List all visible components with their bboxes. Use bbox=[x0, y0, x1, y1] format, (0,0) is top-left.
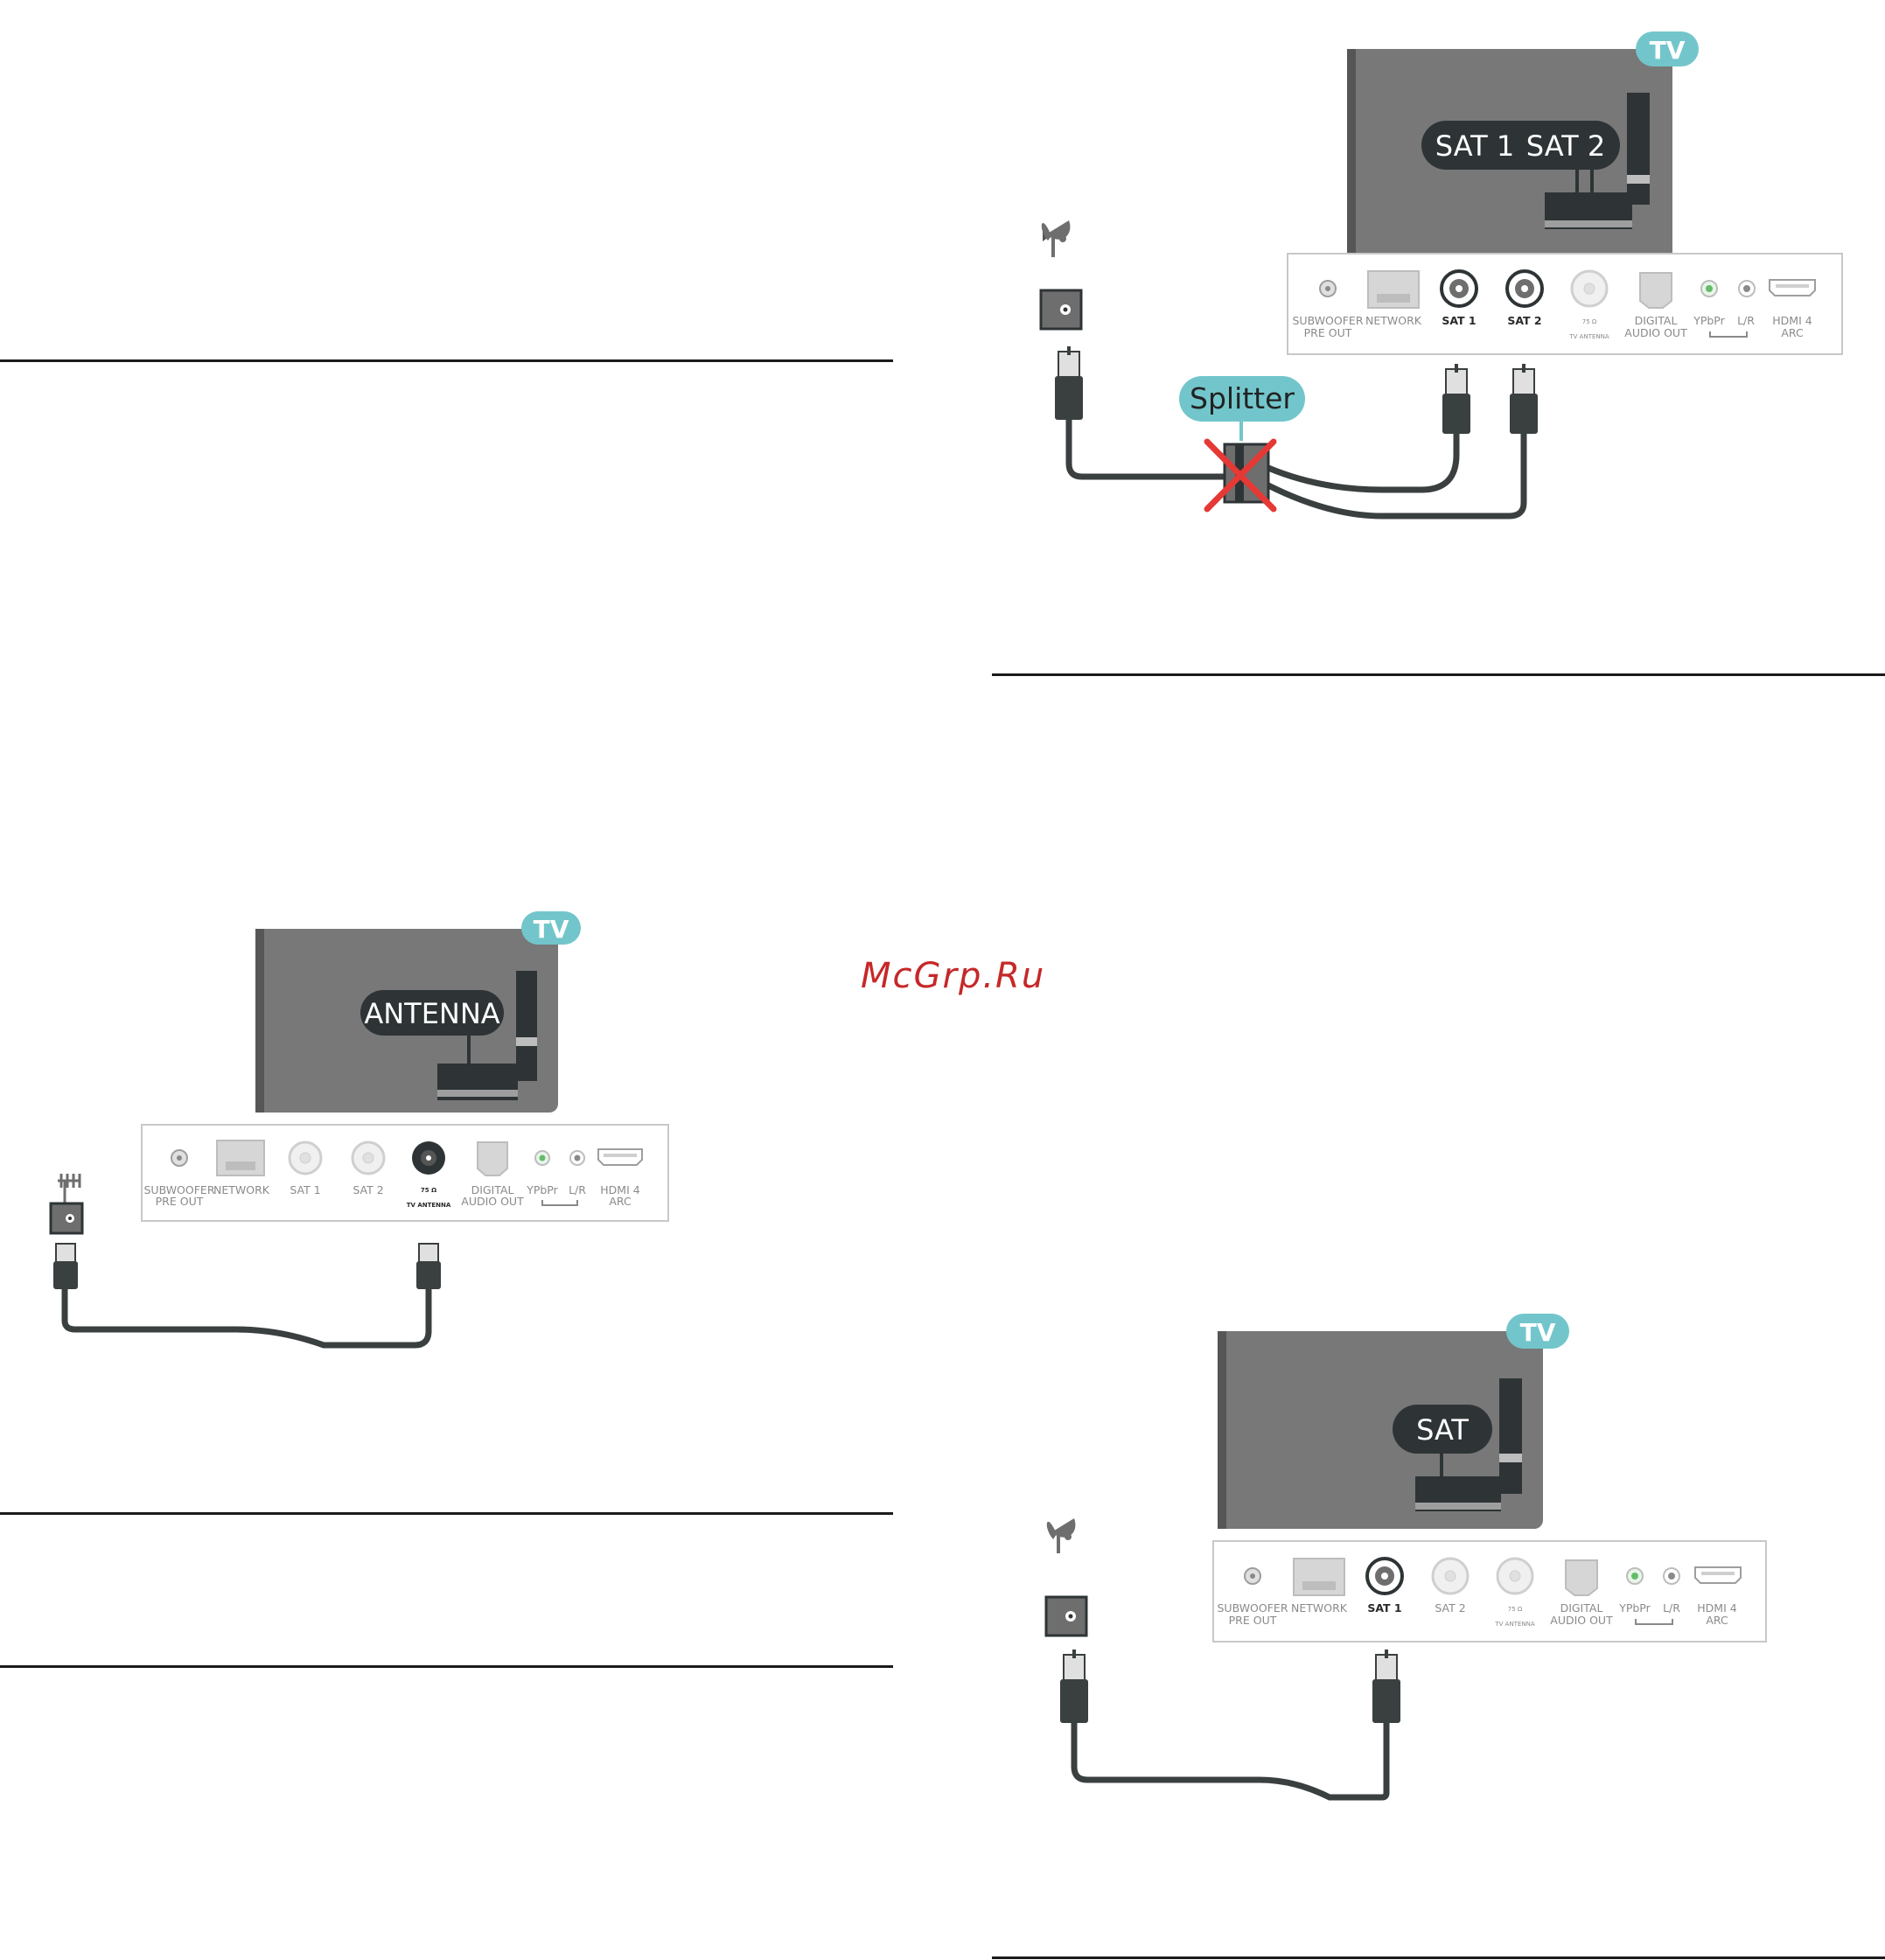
tv-badge: TV bbox=[1506, 1314, 1569, 1349]
port-subwoofer-label-2: PRE OUT bbox=[1229, 1614, 1277, 1627]
port-ypbpr-label: YPbPr bbox=[526, 1183, 558, 1196]
port-subwoofer-label: SUBWOOFER bbox=[143, 1183, 214, 1196]
divider-left-2 bbox=[0, 1512, 893, 1515]
tv-badge-label: TV bbox=[534, 915, 569, 944]
port-digital-label: DIGITAL bbox=[1560, 1601, 1603, 1615]
port-sat1-label: SAT 1 bbox=[1442, 314, 1476, 327]
port-network-label: NETWORK bbox=[1365, 314, 1422, 327]
port-hdmi-label-2: ARC bbox=[1706, 1614, 1728, 1627]
port-antenna-label-2: TV ANTENNA bbox=[1494, 1621, 1534, 1628]
tv-body bbox=[1218, 1331, 1543, 1529]
divider-left-3 bbox=[0, 1665, 893, 1668]
port-ypbpr-label: YPbPr bbox=[1618, 1601, 1651, 1615]
callout-antenna: ANTENNA bbox=[360, 990, 504, 1036]
port-digital-label: DIGITAL bbox=[1635, 314, 1678, 327]
port-digital-label: DIGITAL bbox=[471, 1183, 514, 1196]
port-antenna-label-2: TV ANTENNA bbox=[1568, 333, 1609, 340]
splitter-callout: Splitter bbox=[1179, 376, 1305, 441]
cable-main bbox=[1071, 1719, 1390, 1801]
port-sat1-label: SAT 1 bbox=[1367, 1601, 1401, 1615]
port-digital-label-2: AUDIO OUT bbox=[1550, 1614, 1613, 1627]
connector-panel: SUBWOOFER PRE OUT NETWORK SAT 1 SAT 2 75… bbox=[1212, 1540, 1767, 1643]
plug-tv-antenna bbox=[416, 1243, 441, 1289]
wall-socket-icon bbox=[1039, 289, 1083, 331]
port-network-label: NETWORK bbox=[213, 1183, 270, 1196]
callout-sat: SAT bbox=[1393, 1405, 1492, 1454]
port-subwoofer-label: SUBWOOFER bbox=[1217, 1601, 1288, 1615]
port-digital-label-2: AUDIO OUT bbox=[1624, 326, 1687, 339]
splitter-label: Splitter bbox=[1190, 381, 1295, 415]
callout-sat-label: SAT bbox=[1416, 1413, 1469, 1447]
tv-badge-label: TV bbox=[1650, 36, 1686, 65]
diagram-single-satellite-connection: TV SAT SUBWOOFER PRE OUT NETWORK SAT 1 S… bbox=[1032, 1312, 1784, 1819]
port-sat2-label: SAT 2 bbox=[353, 1183, 383, 1196]
tv-badge: TV bbox=[521, 911, 581, 945]
watermark: McGrp.Ru bbox=[861, 956, 1046, 996]
divider-right-1 bbox=[992, 673, 1885, 676]
port-network-label: NETWORK bbox=[1291, 1601, 1348, 1615]
antenna-icon bbox=[58, 1174, 81, 1203]
cable-main bbox=[61, 1282, 432, 1349]
callout-sat1-label: SAT 1 bbox=[1435, 129, 1514, 163]
port-subwoofer-label-2: PRE OUT bbox=[1304, 326, 1352, 339]
connector-panel: SUBWOOFER PRE OUT NETWORK SAT 1 SAT 2 75… bbox=[1287, 253, 1843, 355]
plug-dish bbox=[1060, 1650, 1088, 1723]
port-lr-label: L/R bbox=[1663, 1601, 1680, 1615]
divider-left-1 bbox=[0, 359, 893, 362]
tv-badge: TV bbox=[1636, 31, 1699, 66]
port-sat2-label: SAT 2 bbox=[1435, 1601, 1465, 1615]
diagram-antenna-connection: TV ANTENNA SUBWOOFER PRE OUT NETWORK SAT… bbox=[44, 910, 691, 1364]
port-sat2-label: SAT 2 bbox=[1507, 314, 1541, 327]
port-sat1-label: SAT 1 bbox=[290, 1183, 320, 1196]
port-hdmi-label: HDMI 4 bbox=[1697, 1601, 1736, 1615]
port-lr-label: L/R bbox=[1737, 314, 1755, 327]
port-hdmi-label: HDMI 4 bbox=[1772, 314, 1812, 327]
port-hdmi-label-2: ARC bbox=[1781, 326, 1804, 339]
cross-icon bbox=[1204, 438, 1277, 513]
port-antenna-label-2: TV ANTENNA bbox=[407, 1202, 451, 1209]
wall-socket-icon bbox=[49, 1202, 84, 1235]
port-digital-label-2: AUDIO OUT bbox=[461, 1195, 524, 1208]
port-antenna-label: 75 Ω bbox=[421, 1187, 436, 1194]
plug-sat1 bbox=[1442, 364, 1470, 434]
satellite-dish-icon bbox=[1041, 220, 1071, 257]
plug-sat1 bbox=[1372, 1650, 1400, 1723]
plug-sat2 bbox=[1510, 364, 1538, 434]
port-hdmi-label-2: ARC bbox=[609, 1195, 632, 1208]
callout-sat2-label: SAT 2 bbox=[1526, 129, 1605, 163]
divider-right-2 bbox=[992, 1957, 1885, 1959]
wall-socket-icon bbox=[1044, 1595, 1088, 1637]
port-ypbpr-label: YPbPr bbox=[1693, 314, 1725, 327]
tv-badge-label: TV bbox=[1520, 1318, 1556, 1347]
port-subwoofer-label-2: PRE OUT bbox=[156, 1195, 204, 1208]
diagram-splitter-connection: TV SAT 1 SAT 2 SUBWOOFER PRE OUT NETWORK… bbox=[1032, 26, 1854, 542]
satellite-dish-icon bbox=[1046, 1518, 1076, 1553]
port-subwoofer-label: SUBWOOFER bbox=[1292, 314, 1363, 327]
callout-sat1-sat2: SAT 1 SAT 2 bbox=[1421, 121, 1620, 170]
callout-antenna-label: ANTENNA bbox=[364, 997, 499, 1030]
port-hdmi-label: HDMI 4 bbox=[600, 1183, 639, 1196]
port-antenna-label: 75 Ω bbox=[1582, 318, 1597, 325]
port-lr-label: L/R bbox=[569, 1183, 586, 1196]
plug-antenna bbox=[53, 1243, 78, 1289]
plug-dish bbox=[1055, 346, 1083, 420]
cable-main bbox=[1065, 399, 1527, 520]
connector-panel: SUBWOOFER PRE OUT NETWORK SAT 1 SAT 2 75… bbox=[141, 1124, 669, 1222]
port-antenna-label: 75 Ω bbox=[1508, 1606, 1523, 1613]
